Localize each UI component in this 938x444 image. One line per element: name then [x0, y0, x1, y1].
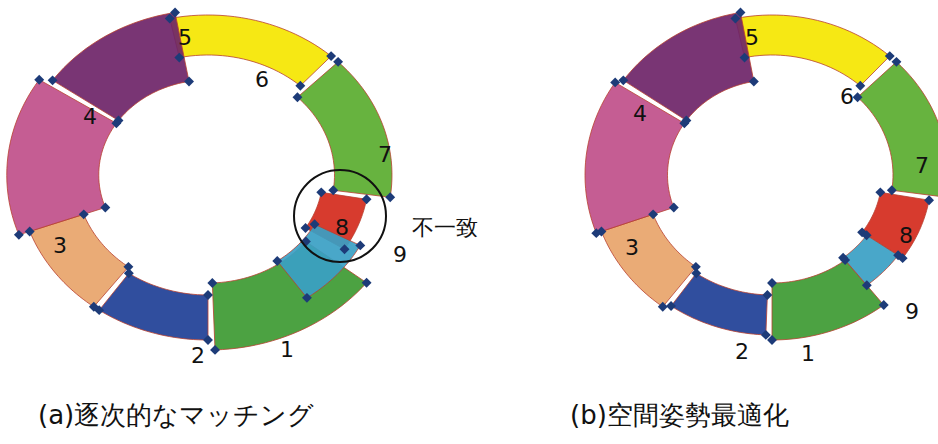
feature-marker [207, 278, 217, 288]
feature-marker [610, 77, 620, 87]
feature-marker [666, 301, 676, 311]
feature-marker [740, 53, 750, 63]
feature-marker [316, 187, 326, 197]
fragment [671, 273, 767, 335]
feature-marker [862, 280, 872, 290]
fragment [30, 214, 129, 306]
feature-marker [25, 226, 35, 236]
callout-number: 6 [255, 68, 269, 92]
feature-marker [875, 187, 885, 197]
feature-marker [648, 209, 658, 219]
fragment [858, 62, 938, 197]
feature-marker [174, 53, 184, 63]
callout-number: 4 [83, 105, 97, 129]
panel-caption: (b)空間姿勢最適化 [570, 401, 789, 430]
feature-marker [272, 256, 282, 266]
feature-marker [326, 51, 336, 61]
feature-marker [302, 293, 312, 303]
feature-marker [749, 76, 759, 86]
feature-marker [301, 223, 311, 233]
feature-marker [184, 76, 194, 86]
feature-marker [48, 75, 58, 85]
feature-marker [761, 330, 771, 340]
feature-marker [862, 230, 872, 240]
feature-marker [362, 278, 372, 288]
callout-number: 1 [280, 338, 294, 362]
feature-marker [681, 116, 691, 126]
feature-marker [893, 250, 903, 260]
feature-marker [362, 194, 372, 204]
feature-marker [669, 203, 679, 213]
callout-number: 3 [53, 234, 67, 258]
feature-marker [89, 302, 99, 312]
callout-number: 5 [745, 26, 759, 50]
feature-marker [34, 75, 44, 85]
callout-number: 5 [178, 26, 192, 50]
feature-marker [100, 203, 110, 213]
callout-number: 8 [335, 216, 349, 240]
feature-marker [310, 219, 320, 229]
feature-marker [618, 75, 628, 85]
callout-number: 3 [625, 236, 639, 260]
callout-number: 2 [191, 344, 205, 368]
feature-marker [658, 302, 668, 312]
feature-marker [924, 195, 934, 205]
fragment-ring [7, 8, 395, 355]
fragment [99, 273, 208, 340]
feature-marker [885, 51, 895, 61]
panel-caption: (a)逐次的なマッチング [38, 401, 314, 430]
feature-marker [838, 253, 848, 263]
feature-marker [892, 57, 902, 67]
feature-marker [328, 185, 338, 195]
callout-number: 6 [840, 85, 854, 109]
callout-number: 9 [393, 243, 407, 267]
callout-number: 8 [899, 224, 913, 248]
feature-marker [333, 57, 343, 67]
feature-marker [79, 209, 89, 219]
feature-marker [340, 244, 350, 254]
feature-marker [355, 240, 365, 250]
fragment [601, 214, 695, 306]
feature-marker [736, 8, 746, 18]
callout-number: 7 [378, 143, 392, 167]
callout-number: 7 [915, 154, 929, 178]
mismatch-note: 不一致 [412, 216, 478, 240]
feature-marker [292, 92, 302, 102]
feature-marker [853, 92, 863, 102]
fragment [170, 15, 331, 86]
feature-marker [295, 81, 305, 91]
feature-marker [114, 116, 124, 126]
feature-marker [170, 8, 180, 18]
feature-marker [210, 345, 220, 355]
feature-marker [767, 278, 777, 288]
feature-marker [203, 290, 213, 300]
callout-number: 2 [735, 340, 749, 364]
feature-marker [691, 262, 701, 272]
fragment [297, 62, 392, 197]
feature-marker [14, 230, 24, 240]
feature-marker [879, 300, 889, 310]
callout-number: 9 [905, 300, 919, 324]
fragment-ring [585, 8, 938, 345]
feature-marker [762, 290, 772, 300]
fragment [735, 15, 889, 86]
callout-number: 4 [633, 102, 647, 126]
fragment [53, 13, 189, 121]
mismatch-circle [294, 170, 386, 262]
fragment [843, 235, 898, 285]
feature-marker [123, 262, 133, 272]
feature-marker [385, 192, 395, 202]
feature-marker [855, 81, 865, 91]
feature-marker [591, 228, 601, 238]
feature-marker [887, 185, 897, 195]
callout-number: 1 [801, 342, 815, 366]
